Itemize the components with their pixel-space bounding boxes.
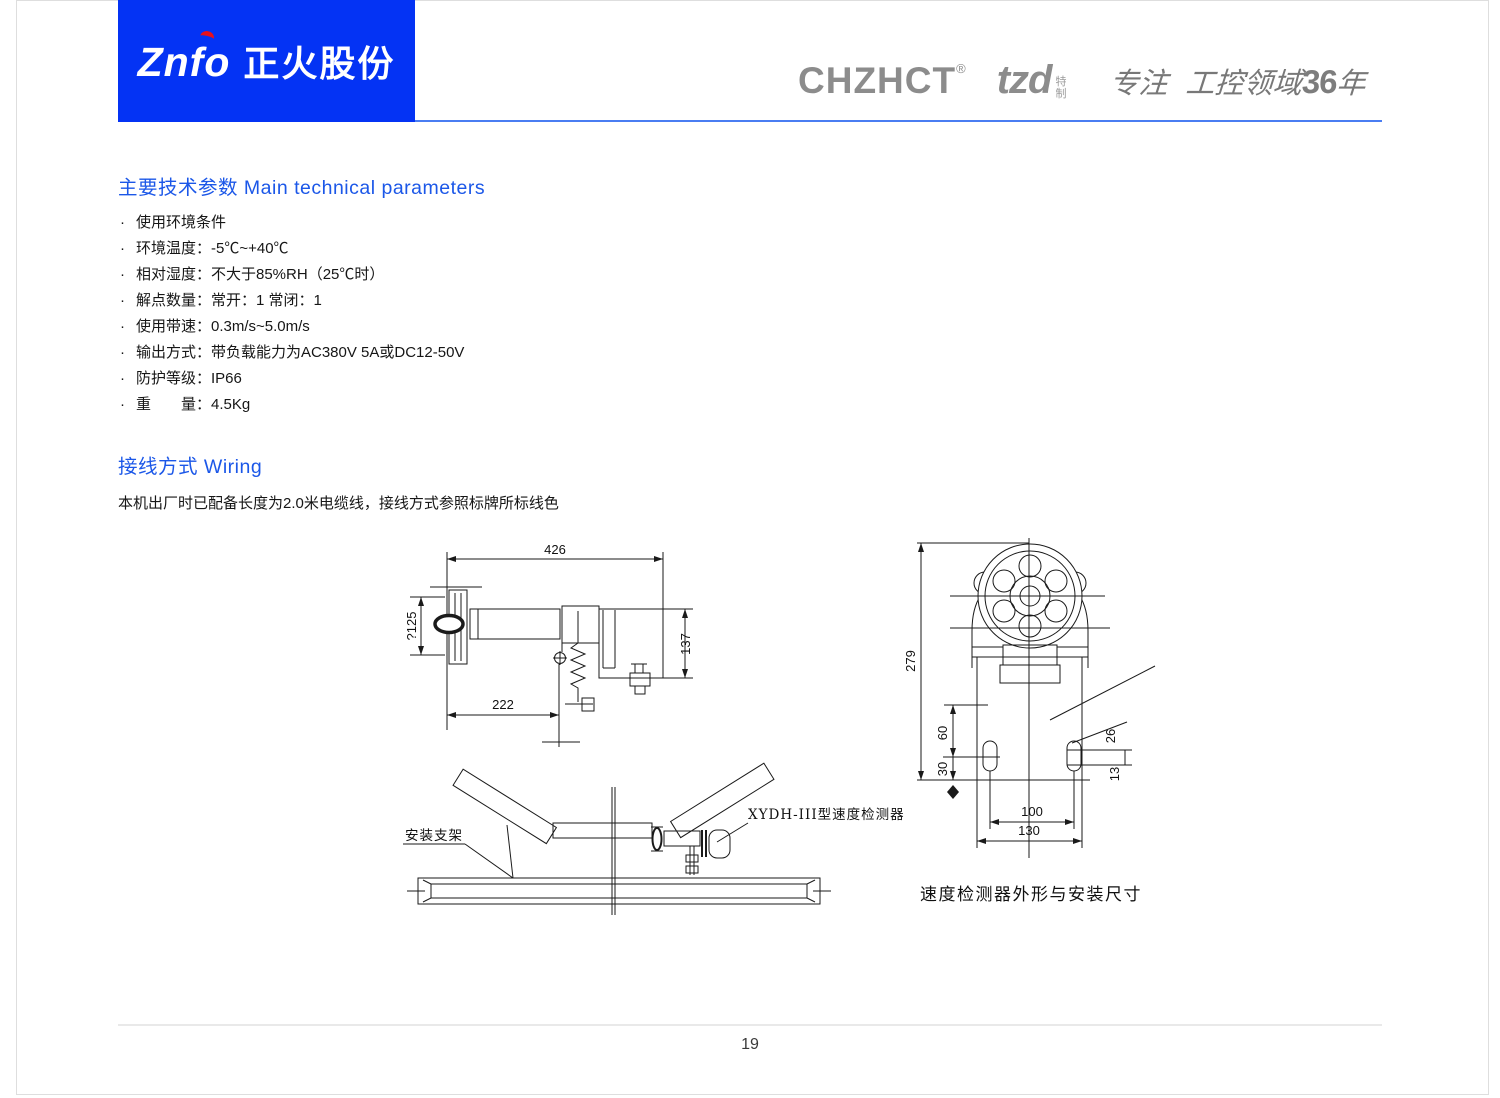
param-text: 输出方式：带负载能力为AC380V 5A或DC12-50V (136, 344, 465, 361)
support-beam (407, 877, 831, 905)
wiring-description: 本机出厂时已配备长度为2.0米电缆线，接线方式参照标牌所标线色 (118, 495, 559, 512)
svg-text:60: 60 (935, 726, 950, 740)
list-item: · 解点数量：常开：1 常闭：1 (120, 288, 464, 314)
install-labels: 安装支架 XYDH-III型速度检测器 (403, 807, 905, 879)
bullet-icon: · (120, 396, 125, 413)
header-brands: CHZHCT® tzd 特 制 专注工控领域36年 (798, 58, 1388, 114)
param-text: 重 量：4.5Kg (136, 396, 251, 413)
slogan-num: 36 (1301, 63, 1339, 100)
dim-60-30: 60 30 (935, 704, 1000, 799)
speed-detector (651, 826, 731, 875)
bullet-icon: · (120, 214, 125, 231)
param-text: 使用带速：0.3m/s~5.0m/s (136, 318, 310, 335)
bullet-icon: · (120, 240, 125, 257)
bullet-icon: · (120, 292, 125, 309)
brand-tzd: tzd (996, 58, 1053, 102)
section-title-wiring: 接线方式 Wiring (118, 456, 263, 478)
footer-divider (118, 1024, 1382, 1026)
svg-text:100: 100 (1021, 804, 1043, 819)
bullet-icon: · (120, 344, 125, 361)
svg-text:279: 279 (903, 650, 918, 672)
dim-279: 279 (903, 542, 1029, 780)
logo-latin: Znfo (137, 39, 231, 85)
svg-text:137: 137 (678, 633, 693, 655)
wheel-front (950, 543, 1110, 649)
brand-te: 特 (1055, 76, 1067, 88)
dim-130: 130 (976, 780, 1083, 848)
param-text: 使用环境条件 (136, 214, 227, 231)
list-item: · 重 量：4.5Kg (120, 392, 464, 418)
list-item: · 环境温度：-5℃~+40℃ (120, 236, 464, 262)
brand-chzhct: CHZHCT® (798, 60, 967, 101)
detector-body-side (469, 605, 664, 747)
wheel-side (430, 586, 482, 665)
dim-137: 137 (663, 608, 693, 679)
header-divider (415, 120, 1382, 122)
parameter-list: · 使用环境条件 · 环境温度：-5℃~+40℃ · 相对湿度：不大于85%RH（25… (120, 210, 464, 418)
svg-text:13: 13 (1107, 767, 1122, 781)
brand-tezhi: 特 制 (1055, 76, 1066, 100)
param-text: 环境温度：-5℃~+40℃ (136, 240, 289, 257)
svg-text:?125: ?125 (404, 612, 419, 641)
list-item: · 相对湿度：不大于85%RH（25℃时） (120, 262, 464, 288)
bullet-icon: · (120, 266, 125, 283)
logo-chinese: 正火股份 (243, 43, 396, 84)
mounting-foot (629, 663, 651, 695)
drawing-front-view: 279 60 30 26 13 100 130 (903, 538, 1156, 858)
company-logo: Znfo 正火股份 (118, 0, 415, 122)
spring (565, 611, 595, 712)
list-item: · 使用环境条件 (120, 210, 464, 236)
registered-mark-icon: ® (956, 61, 967, 76)
list-item: · 使用带速：0.3m/s~5.0m/s (120, 314, 464, 340)
dim-26-13: 26 13 (1067, 721, 1132, 781)
dim-125: ?125 (404, 596, 445, 656)
param-text: 防护等级：IP66 (136, 370, 242, 387)
bullet-icon: · (120, 318, 125, 335)
brand-zhi: 制 (1055, 88, 1067, 100)
label-bracket: 安装支架 (405, 828, 463, 844)
svg-text:26: 26 (1103, 729, 1118, 743)
svg-text:222: 222 (492, 697, 514, 712)
slogan-left: 专注 (1109, 66, 1170, 100)
drawing-caption: 速度检测器外形与安装尺寸 (920, 885, 1142, 904)
bullet-icon: · (120, 370, 125, 387)
drawing-side-view: 426 ?125 (404, 542, 693, 747)
svg-text:130: 130 (1018, 823, 1040, 838)
param-text: 相对湿度：不大于85%RH（25℃时） (136, 266, 385, 283)
label-detector: XYDH-III型速度检测器 (748, 807, 905, 823)
dim-426: 426 (446, 542, 664, 730)
slogan-mid: 工控领域 (1185, 66, 1304, 100)
section-title-parameters: 主要技术参数 Main technical parameters (118, 177, 486, 199)
list-item: · 输出方式：带负载能力为AC380V 5A或DC12-50V (120, 340, 464, 366)
list-item: · 防护等级：IP66 (120, 366, 464, 392)
page-number: 19 (741, 1036, 759, 1053)
dim-222: 222 (447, 697, 580, 743)
hinge-block (917, 538, 1156, 858)
param-text: 解点数量：常开：1 常闭：1 (136, 292, 322, 309)
drawing-installation: 安装支架 XYDH-III型速度检测器 (403, 762, 904, 915)
svg-text:30: 30 (935, 762, 950, 776)
slogan-year: 年 (1335, 66, 1368, 100)
dim-100: 100 (989, 771, 1075, 829)
trough-rollers (452, 762, 775, 915)
svg-text:426: 426 (544, 542, 566, 557)
company-logo-text: Znfo 正火股份 (137, 29, 396, 87)
header-slogan: 专注工控领域36年 (1109, 60, 1368, 102)
